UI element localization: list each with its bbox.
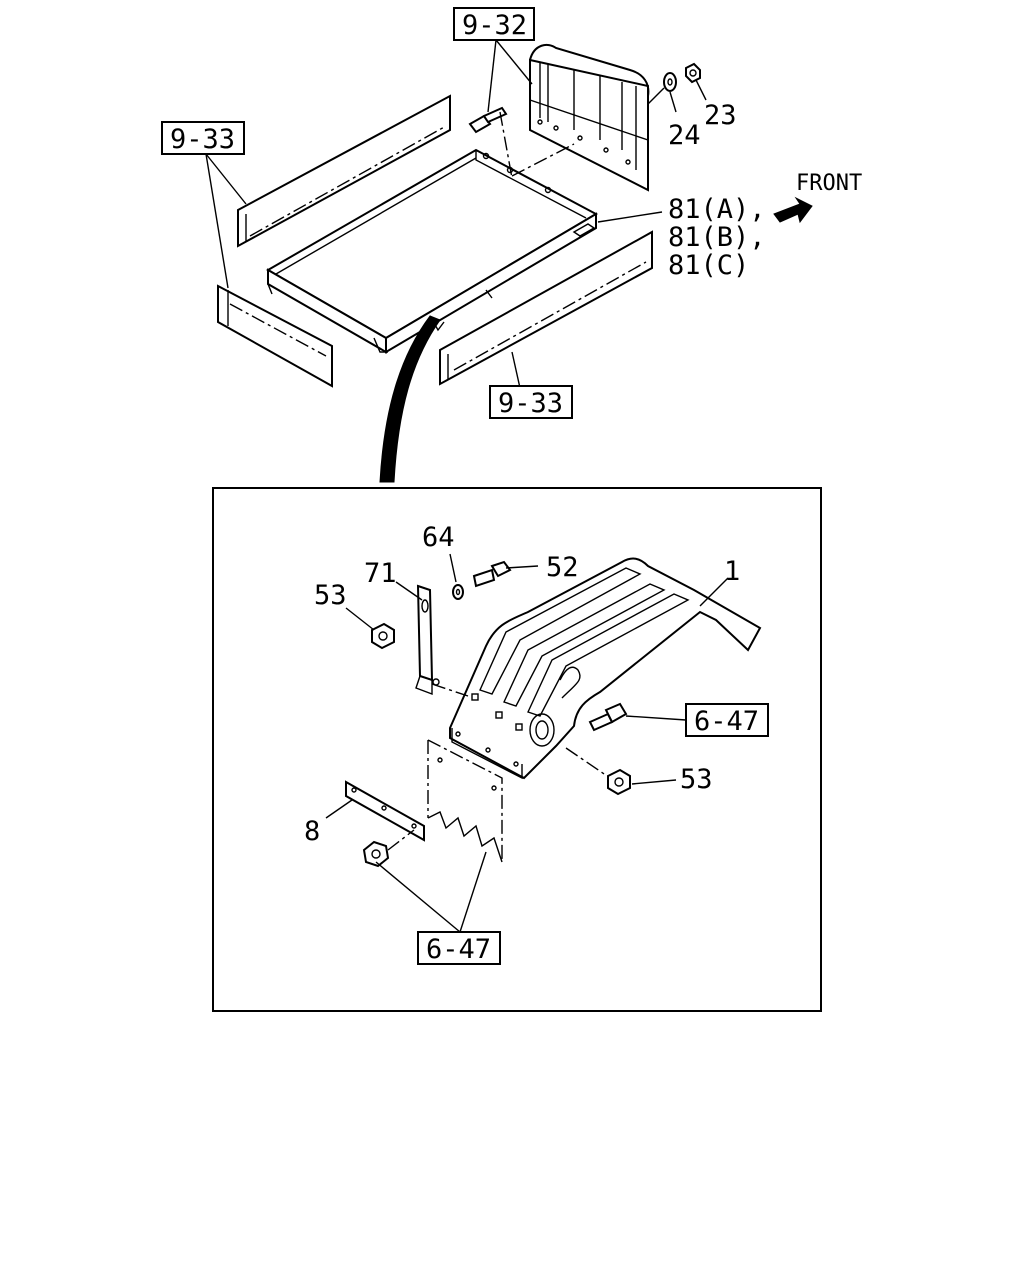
mud-flap-part [427,739,503,863]
part-81b-label: 81(B), [668,222,766,253]
part-81a-label: 81(A), [668,194,766,225]
washer-64-icon [452,584,464,600]
ref-box-6-47-right [685,703,769,737]
part-24-label: 24 [668,120,701,151]
ref-box-9-33-left [161,121,245,155]
front-guard-panel [511,43,650,192]
front-arrow-icon [773,196,813,224]
screw-icon [468,106,513,179]
bolt-6-47-right-icon [588,702,628,732]
part-81c-label: 81(C) [668,250,749,281]
ref-9-33-left-label: 9-33 [170,124,235,155]
ref-9-33-bottom-label: 9-33 [498,388,563,419]
deck-tray [265,148,599,354]
ref-box-9-32 [453,7,535,41]
part-53-left-label: 53 [314,580,347,611]
side-strip-lower-right [439,230,653,386]
ref-box-9-33-bottom [489,385,573,419]
part-71-label: 71 [364,558,397,589]
upper-exploded-view: FRONT 9-32 9-33 9-33 23 24 81(A), 81(B),… [161,7,862,483]
ref-9-32-label: 9-32 [462,10,527,41]
mudguard-part [449,557,762,780]
side-strip-upper-left [237,94,451,248]
detail-view: 1 64 71 52 53 53 8 6-47 6-47 [212,487,822,1012]
nut-53-right-icon [607,768,631,796]
part-23-label: 23 [704,100,737,131]
bolt-52-icon [472,560,512,588]
stay-bracket-part [415,584,469,697]
nut-53-left-icon [371,622,395,650]
nut-6-47-bottom-icon [362,840,390,868]
washer-icon [663,72,677,92]
side-strip-lower-left [217,284,333,388]
plate-8-part [345,780,425,842]
detail-frame [212,487,822,1012]
ref-6-47-bottom-label: 6-47 [426,934,491,965]
part-52-label: 52 [546,552,579,583]
ref-6-47-right-label: 6-47 [694,706,759,737]
part-1-label: 1 [724,556,740,587]
detail-callout-arrow [379,315,441,483]
front-label: FRONT [796,171,862,196]
part-8-label: 8 [304,816,320,847]
part-53-right-label: 53 [680,764,713,795]
part-64-label: 64 [422,522,455,553]
ref-box-6-47-bottom [417,931,501,965]
nut-icon [685,62,701,84]
